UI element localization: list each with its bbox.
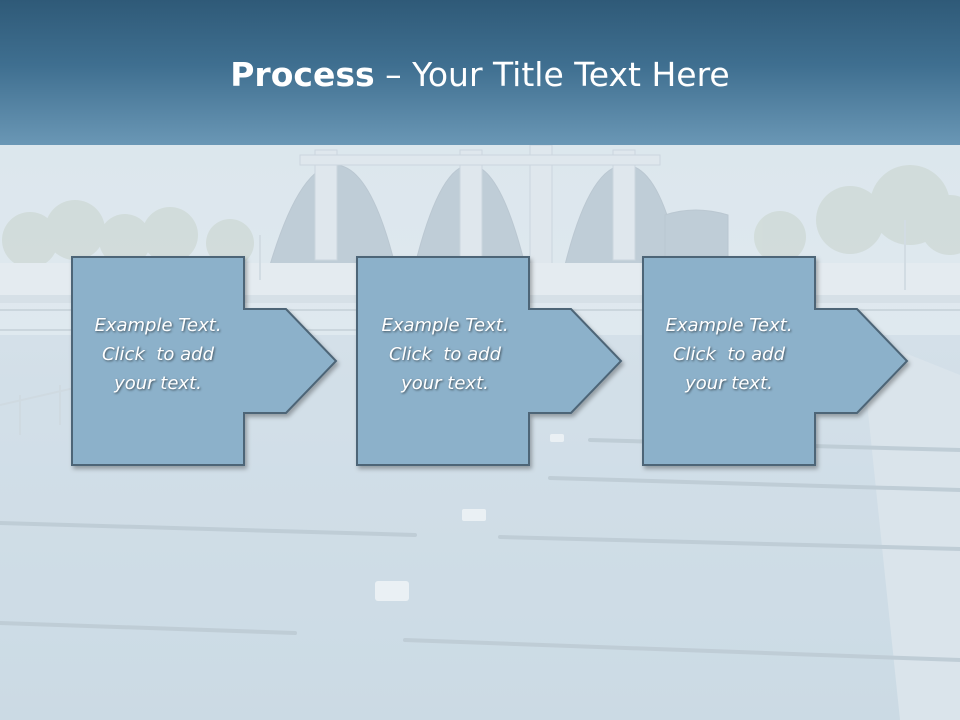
slide-title[interactable]: Process – Your Title Text Here: [0, 52, 960, 98]
step-text-line: Click to add: [101, 344, 214, 365]
title-rest-text: – Your Title Text Here: [374, 55, 730, 94]
process-step-2-text[interactable]: Example Text. Click to add your text.: [359, 311, 531, 398]
process-step-2-shape[interactable]: [356, 256, 623, 466]
step-text-line: Example Text.: [381, 315, 509, 336]
step-text-line: Click to add: [388, 344, 501, 365]
process-step-3-shape[interactable]: [642, 256, 909, 466]
step-text-line: Example Text.: [94, 315, 222, 336]
step-text-line: your text.: [401, 373, 489, 394]
step-text-line: your text.: [685, 373, 773, 394]
process-step-1-shape[interactable]: [71, 256, 338, 466]
title-bar: [0, 0, 960, 145]
step-text-line: your text.: [114, 373, 202, 394]
step-text-line: Example Text.: [665, 315, 793, 336]
process-step-1-text[interactable]: Example Text. Click to add your text.: [72, 311, 244, 398]
step-text-line: Click to add: [672, 344, 785, 365]
process-step-3-text[interactable]: Example Text. Click to add your text.: [643, 311, 815, 398]
title-bold-text: Process: [230, 55, 375, 94]
